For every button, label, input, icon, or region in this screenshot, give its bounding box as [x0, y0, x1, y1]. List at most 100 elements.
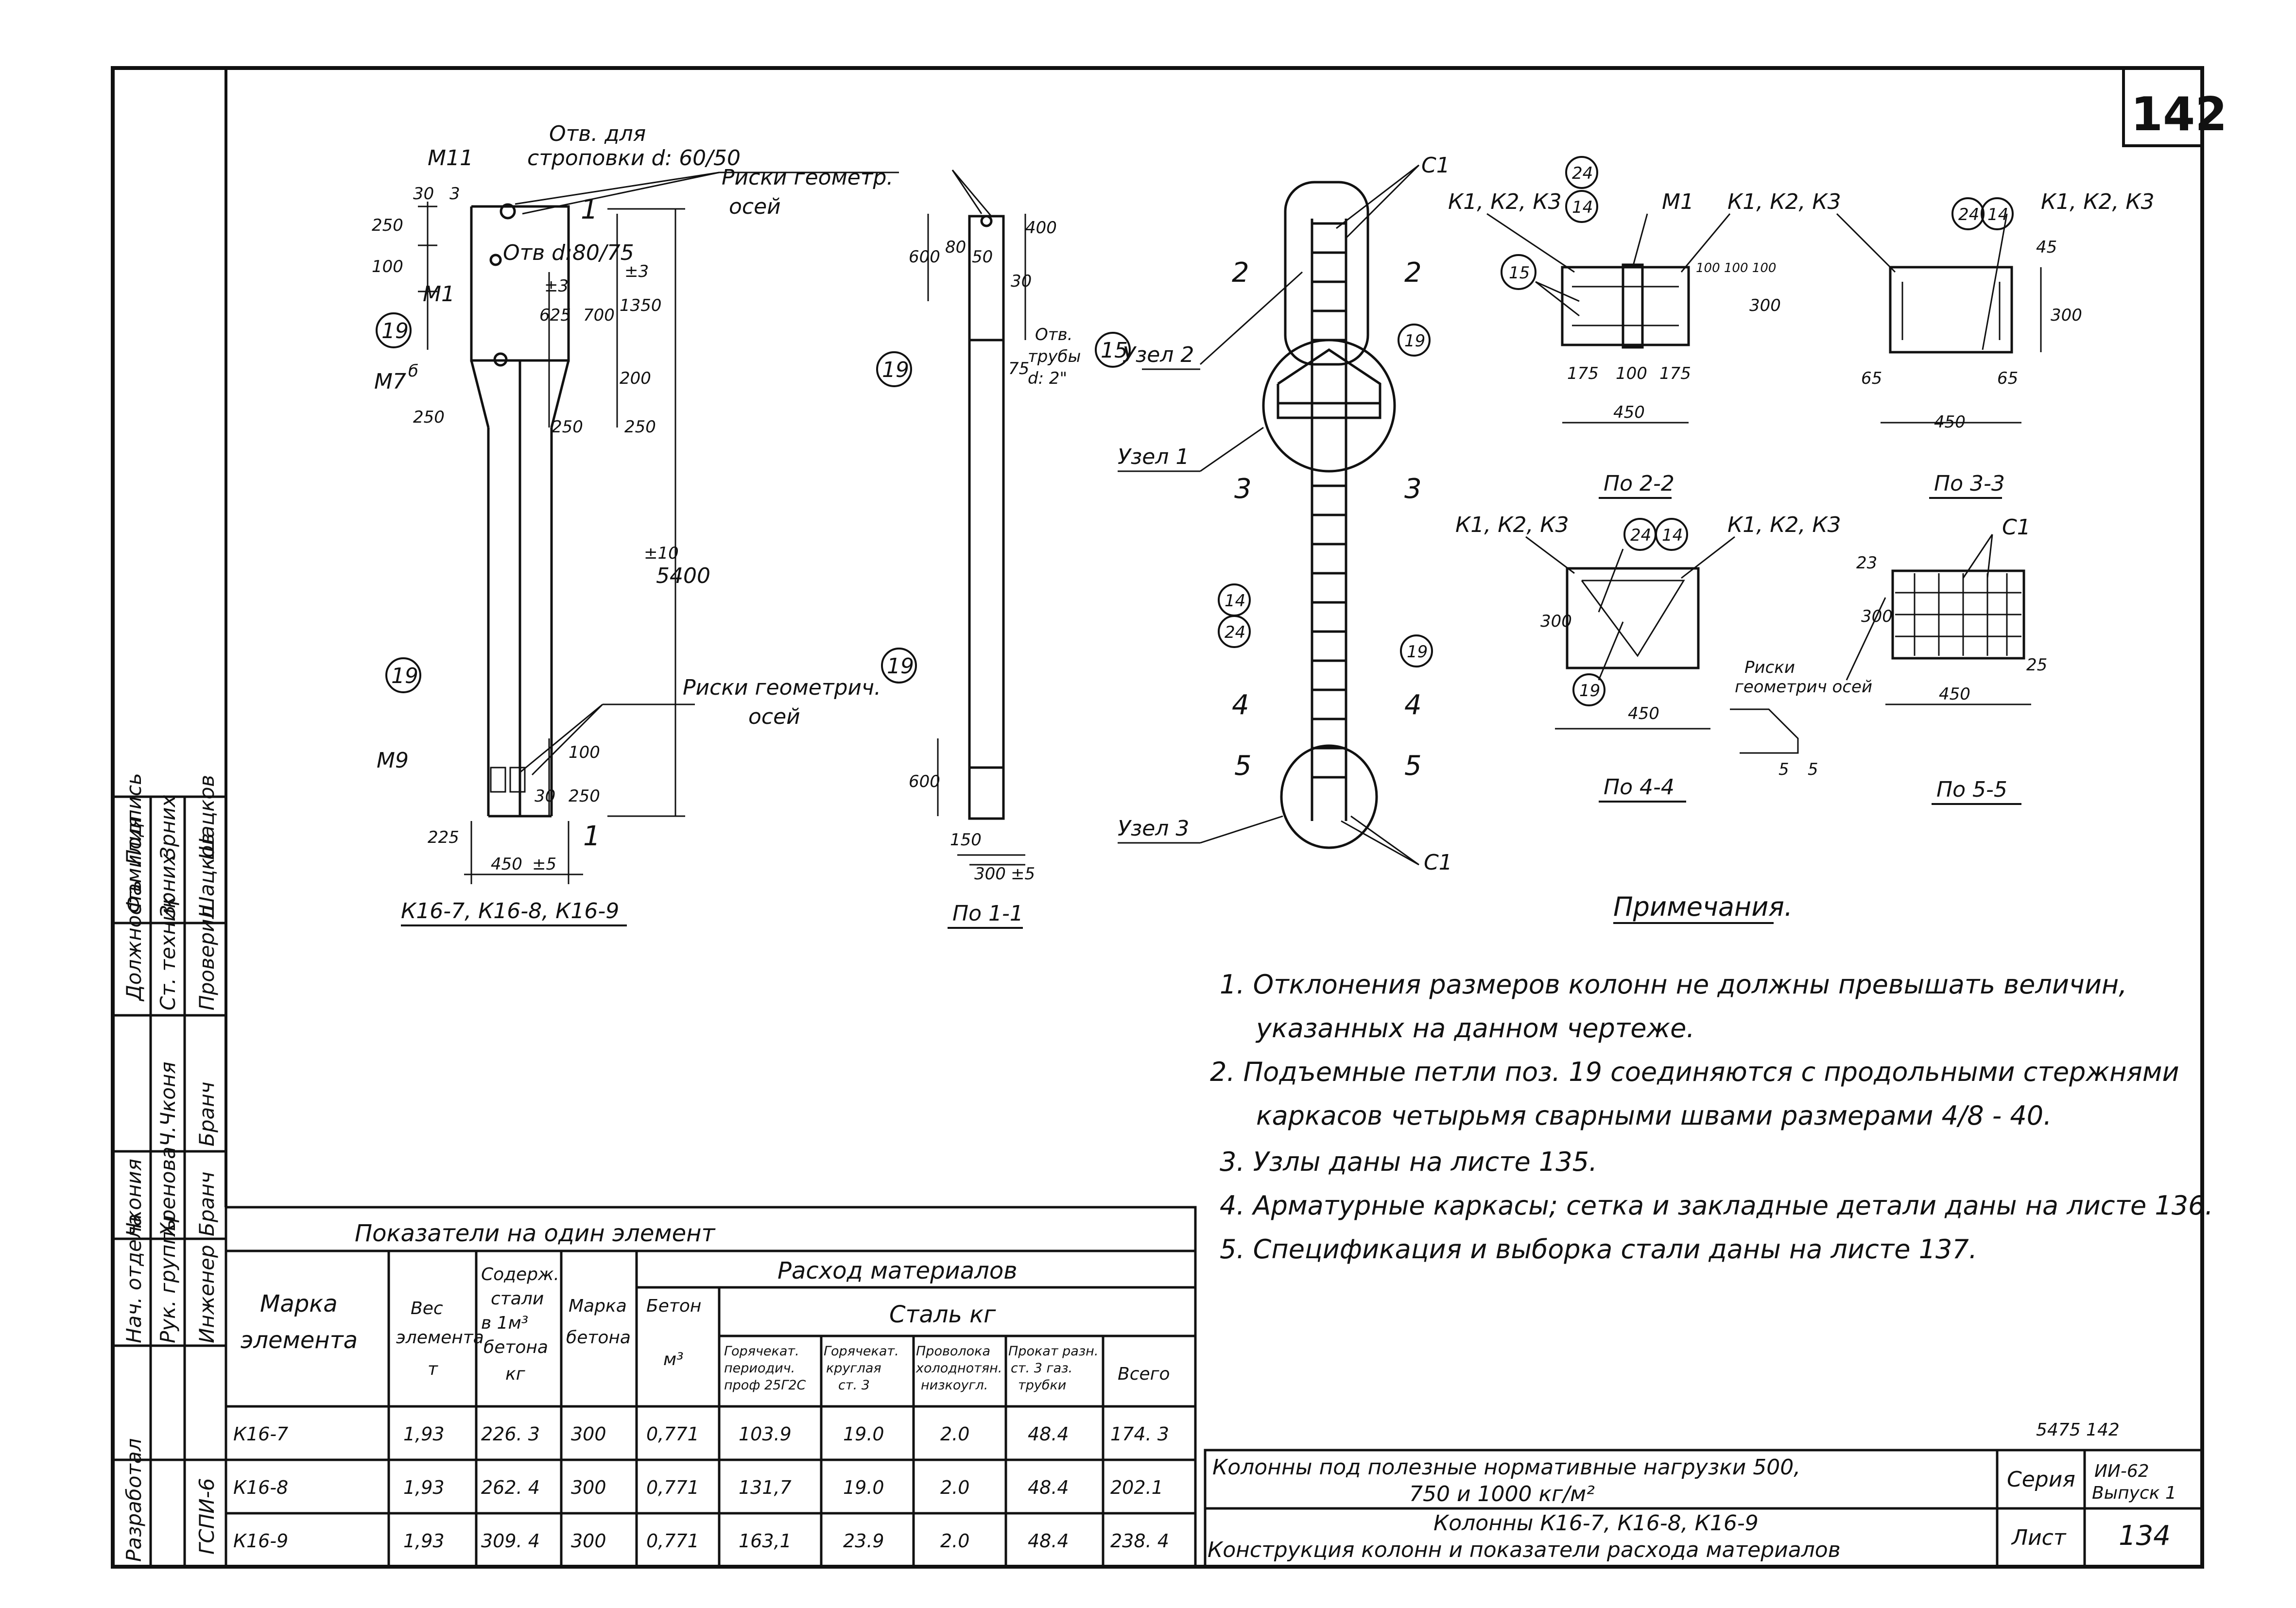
- sec33-callout-24: 24: [1958, 205, 1979, 224]
- th-c3-1: Проволока: [916, 1344, 990, 1359]
- section-5-5: [1730, 569, 2031, 754]
- stamp-position-1: Нач. отдела: [122, 1214, 146, 1343]
- cell-steel-round: 23.9: [843, 1530, 884, 1552]
- section-3-3-callouts: [1951, 197, 2014, 230]
- section-2-2: [1561, 263, 1690, 424]
- cut-4-left: 4: [1232, 689, 1249, 721]
- sec44-dim-450: 450: [1628, 704, 1659, 723]
- th-steel-1: Содерж.: [481, 1265, 559, 1284]
- cut-2-left: 2: [1232, 257, 1249, 289]
- cell-steel-periodic: 103.9: [739, 1423, 792, 1445]
- notes-title: Примечания.: [1613, 891, 1793, 922]
- sec22-dim-100x3: 100 100 100: [1696, 261, 1776, 275]
- stamp-position-4: Ст. техник: [156, 896, 180, 1010]
- th-mark-2: элемента: [241, 1327, 358, 1354]
- dim-100: 100: [372, 257, 403, 276]
- sec22-callout-14: 14: [1572, 198, 1593, 217]
- sec33-k: К1, К2, К3: [2041, 189, 2155, 214]
- side-view-dims: [927, 170, 1026, 866]
- series-value: ИИ-62: [2094, 1461, 2149, 1481]
- sec22-dim-100: 100: [1616, 364, 1647, 383]
- elevation-dimension-lines: [418, 171, 899, 884]
- callout-19-d: 19: [887, 654, 914, 679]
- th-c4-1: Прокат разн.: [1008, 1344, 1098, 1359]
- cell-concrete-grade: 300: [571, 1530, 606, 1552]
- note-line-5: 3. Узлы даны на листе 135.: [1220, 1146, 1597, 1177]
- sec22-dim-450: 450: [1613, 403, 1645, 422]
- sec55-axes: Риски: [1744, 658, 1795, 677]
- cut-4-right: 4: [1404, 689, 1422, 721]
- reinforcement-column: [1262, 181, 1396, 849]
- th-weight-3: т: [428, 1359, 438, 1379]
- title-sub-line-1: Колонны К16-7, К16-8, К16-9: [1433, 1511, 1759, 1536]
- th-concrete-2: бетона: [566, 1328, 631, 1348]
- th-weight-2: элемента: [396, 1328, 484, 1348]
- cell-steel-round: 19.0: [843, 1477, 884, 1498]
- section-2-2-leaders: [1486, 213, 1731, 317]
- label-pipe-hole: Отв.: [1035, 325, 1072, 344]
- stamp-header-name: Фамилия: [122, 816, 146, 913]
- th-steel-4: бетона: [483, 1337, 548, 1357]
- stamp-name-1: Чкония: [122, 1159, 146, 1236]
- sec55-dim-5a: 5: [1778, 760, 1789, 779]
- dim-30b: 30: [535, 787, 555, 806]
- cut-2-right: 2: [1404, 257, 1422, 289]
- node-c1-bottom: С1: [1424, 850, 1452, 875]
- node-uzel1: Узел 1: [1118, 445, 1189, 469]
- stamp-name-4: Зрних: [156, 853, 180, 918]
- cell-rolled: 48.4: [1028, 1423, 1069, 1445]
- cut-5-left: 5: [1234, 750, 1252, 782]
- dim-625: 625: [539, 306, 571, 325]
- title-sub-line-2: Конструкция колонн и показатели расхода …: [1208, 1538, 1841, 1562]
- materials-table-grid: [224, 1206, 1197, 1568]
- label-m7: М7: [374, 369, 406, 394]
- cell-concrete-volume: 0,771: [646, 1423, 699, 1445]
- sec44-k-left: К1, К2, К3: [1455, 513, 1569, 537]
- cell-weight: 1,93: [403, 1477, 445, 1498]
- table-title: Показатели на один элемент: [355, 1220, 716, 1247]
- tol-3-a: ±3: [624, 262, 649, 281]
- section-3-3-leaders: [1836, 213, 2008, 350]
- node-callout-19-b: 19: [1404, 331, 1425, 351]
- th-steel-2: стали: [491, 1289, 544, 1309]
- side-dim-600: 600: [909, 247, 940, 267]
- stamp-position-2: Рук. группы: [156, 1215, 180, 1343]
- sec22-k-left: К1, К2, К3: [1448, 189, 1562, 214]
- section-mark-1-bottom: 1: [583, 821, 601, 852]
- section-4-4: [1555, 567, 1710, 730]
- section-4-4-leaders: [1525, 536, 1735, 681]
- sec55-dim-25: 25: [2026, 655, 2047, 675]
- section-4-4-callouts: [1572, 518, 1688, 706]
- sec44-callout-14: 14: [1662, 526, 1683, 545]
- stamp-name-5: Шацков: [195, 833, 219, 918]
- dim-200: 200: [620, 369, 651, 388]
- dim-250-right: 250: [624, 417, 656, 437]
- node-uzel3: Узел 3: [1118, 816, 1189, 841]
- sec33-callout-14: 14: [1987, 205, 2008, 224]
- sec22-callout-15: 15: [1509, 263, 1530, 283]
- sheet-number: 142: [2131, 88, 2227, 141]
- note-line-7: 5. Спецификация и выборка стали даны на …: [1220, 1234, 1977, 1265]
- sec55-dim-450: 450: [1939, 684, 1970, 704]
- note-line-4: каркасов четырьмя сварными швами размера…: [1256, 1100, 2052, 1131]
- sec44-dim-300: 300: [1540, 612, 1572, 631]
- node-callout-14: 14: [1225, 591, 1245, 611]
- sec22-dim-300: 300: [1749, 296, 1781, 315]
- cell-weight: 1,93: [403, 1530, 445, 1552]
- cell-mark: К16-9: [233, 1530, 288, 1552]
- note-line-1: 1. Отклонения размеров колонн не должны …: [1220, 969, 2127, 1000]
- dim-250: 250: [372, 216, 403, 235]
- th-c2-3: ст. 3: [838, 1378, 870, 1393]
- callout-19-a: 19: [381, 319, 409, 343]
- callout-19-c: 19: [882, 358, 909, 382]
- cut-3-left: 3: [1234, 473, 1252, 505]
- cell-mark: К16-7: [233, 1423, 288, 1445]
- label-m9: М9: [377, 748, 409, 773]
- th-c4-3: трубки: [1018, 1378, 1066, 1393]
- th-c2-1: Горячекат.: [824, 1344, 899, 1359]
- cell-rolled: 48.4: [1028, 1477, 1069, 1498]
- sec55-c1: С1: [2002, 515, 2031, 540]
- sheet-label: Лист: [2011, 1525, 2067, 1550]
- dim-1350: 1350: [620, 296, 662, 315]
- th-beton-1: Бетон: [646, 1296, 701, 1316]
